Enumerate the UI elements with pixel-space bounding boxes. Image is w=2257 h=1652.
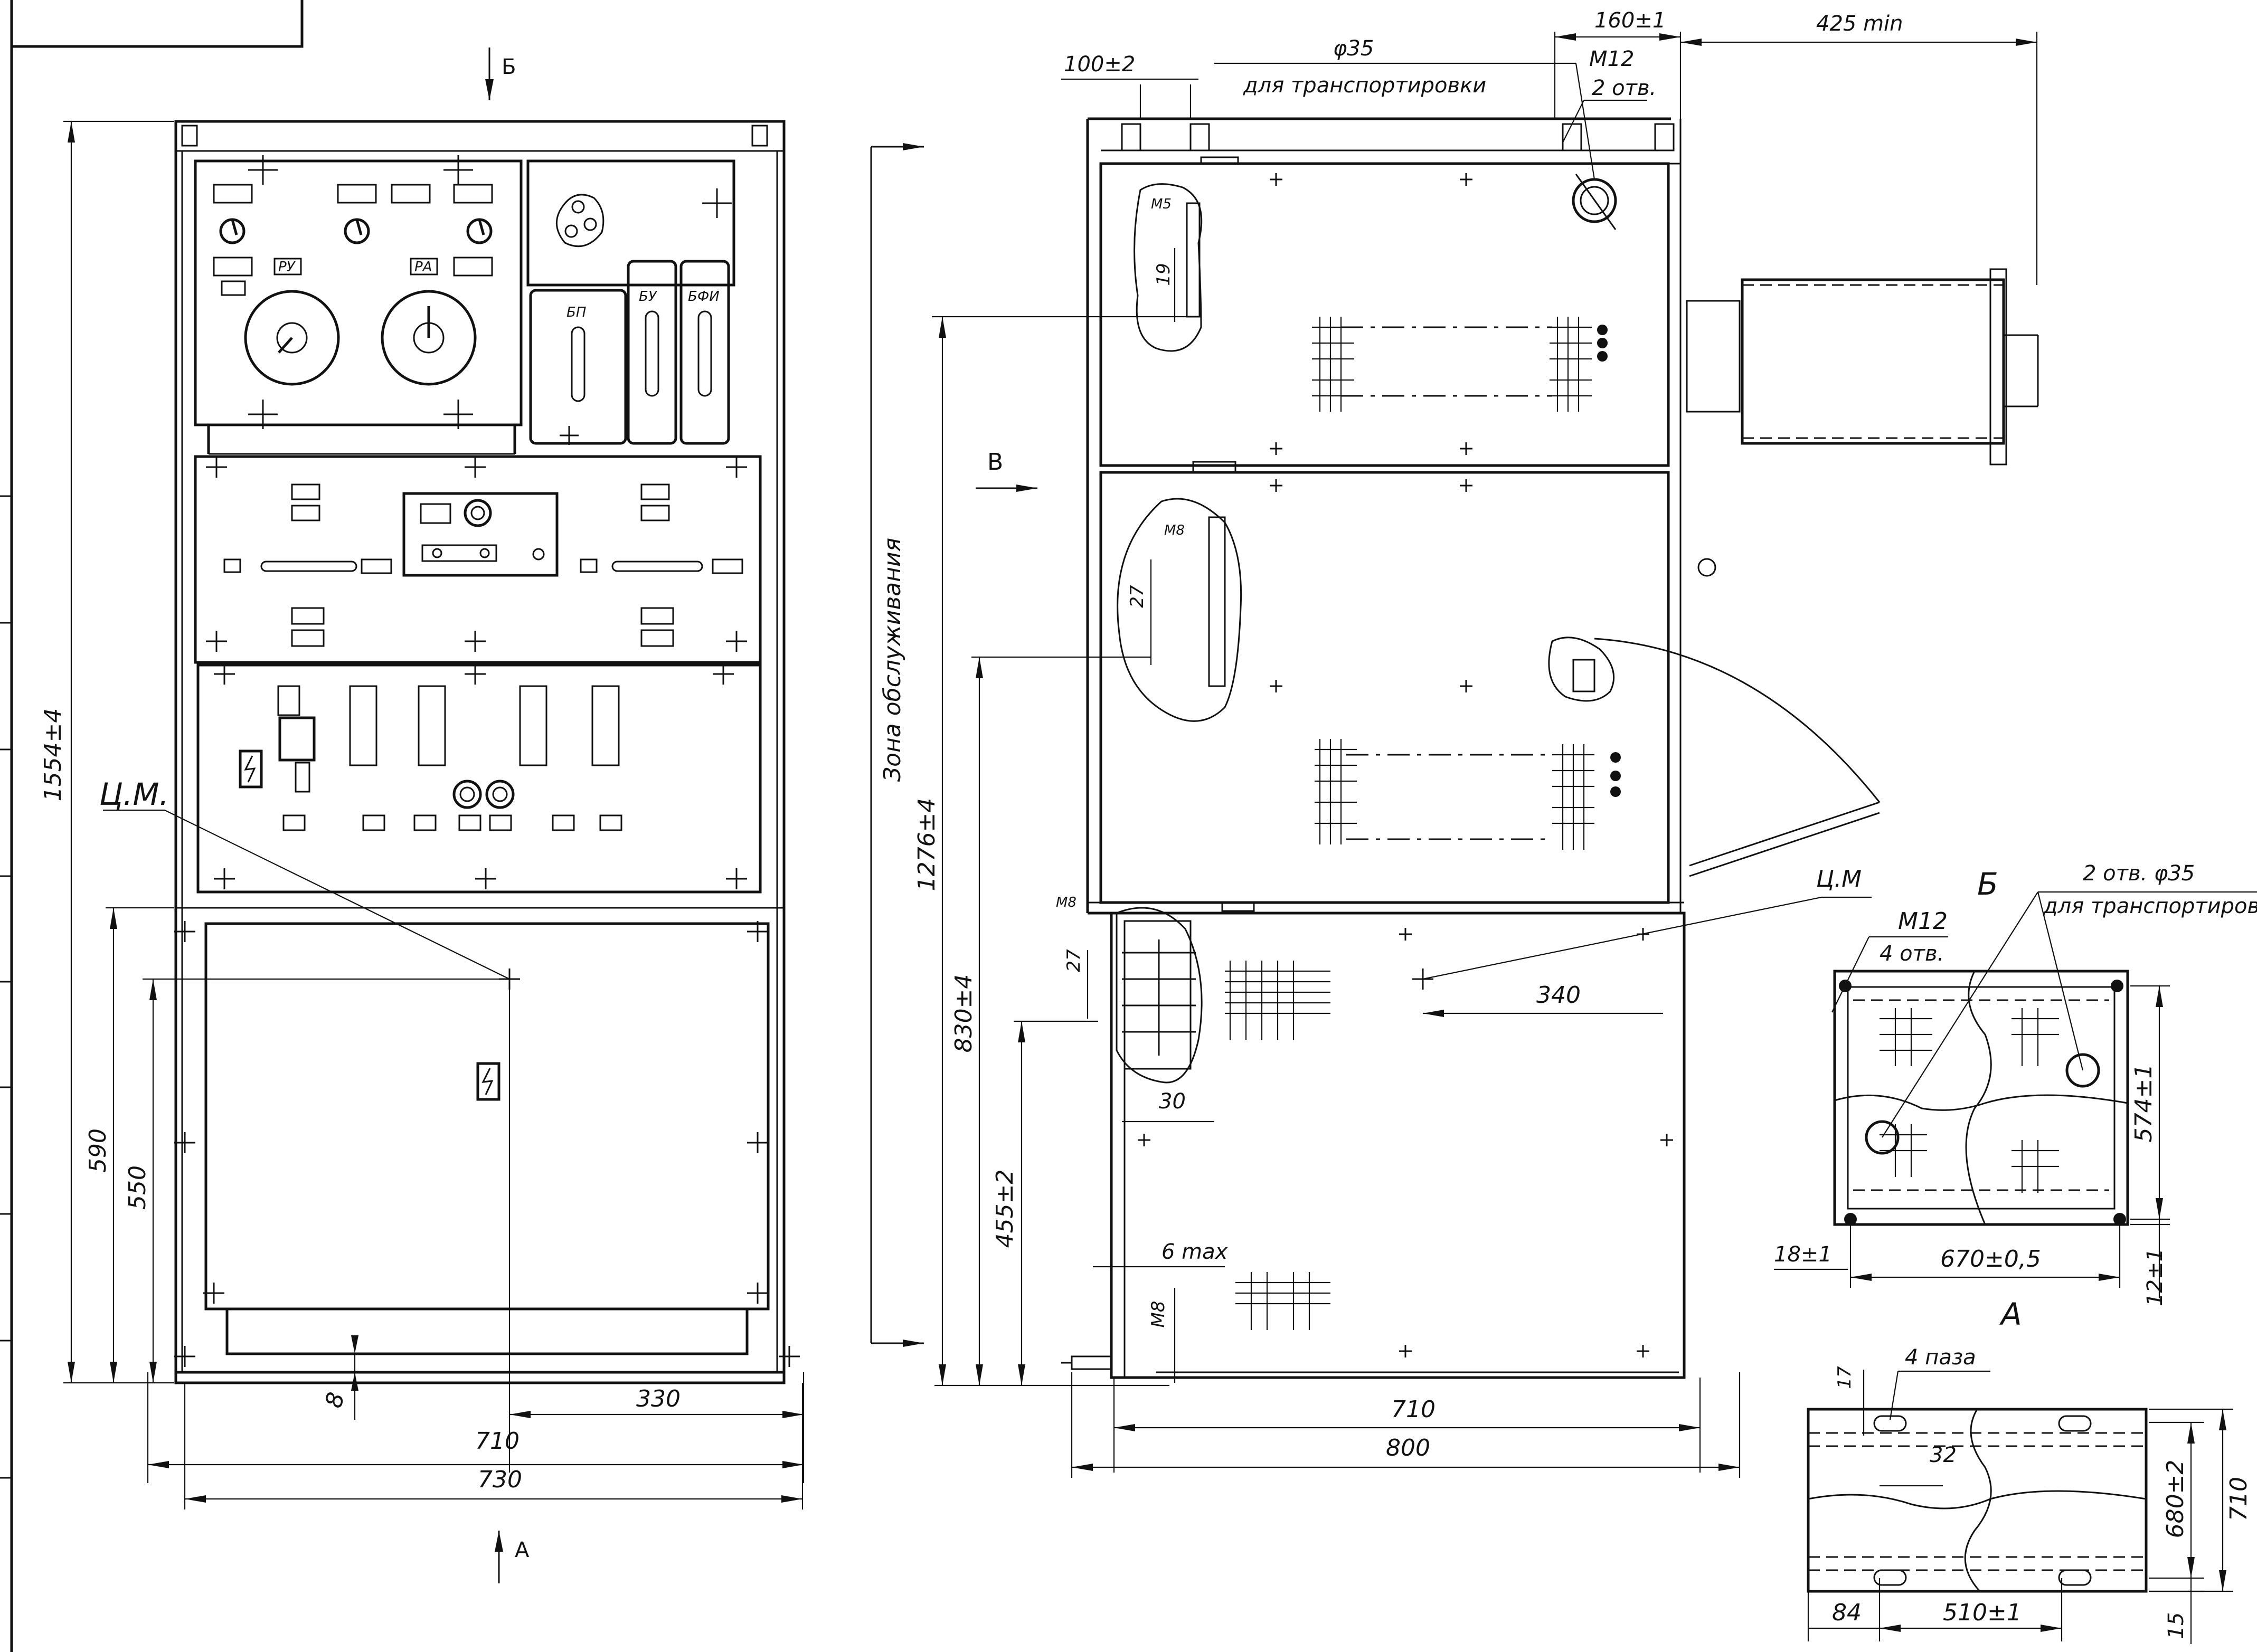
dim-670: 670±0,5 bbox=[1940, 1246, 2041, 1273]
view-a-4paza: 4 паза bbox=[1905, 1345, 1976, 1370]
dim-160: 160±1 bbox=[1594, 8, 1666, 33]
dim-84: 84 bbox=[1832, 1599, 1862, 1626]
label-bfi: БФИ bbox=[688, 289, 720, 305]
dim-100: 100±2 bbox=[1064, 52, 1135, 77]
view-b-transport: для транспортировки bbox=[2043, 894, 2257, 918]
arrow-b-label: Б bbox=[502, 55, 516, 79]
cm-left-label: Ц.М. bbox=[99, 776, 169, 812]
dim-590: 590 bbox=[84, 1128, 111, 1173]
dial-right-icon bbox=[381, 290, 477, 386]
bottom-door bbox=[204, 922, 770, 1311]
view-b-title: Б bbox=[1977, 866, 1998, 902]
knob-2-icon bbox=[344, 218, 370, 244]
dim-6max: 6 max bbox=[1161, 1240, 1228, 1264]
view-b-m12: M12 bbox=[1898, 908, 1948, 935]
m8-a-label: M8 bbox=[1164, 523, 1185, 538]
arrow-v-label: В bbox=[987, 449, 1003, 476]
service-zone: Зона обслуживания bbox=[879, 538, 906, 782]
side-view: M5 19 M8 27 bbox=[870, 8, 2039, 1478]
knob-3-icon bbox=[466, 218, 493, 244]
dim-32: 32 bbox=[1930, 1443, 1957, 1467]
cabinet-outline bbox=[174, 120, 786, 1384]
view-b: Б M12 4 отв. 2 отв. φ35 для транспортиро… bbox=[1774, 861, 2257, 1306]
sheet-frame bbox=[0, 0, 304, 1652]
dim-680: 680±2 bbox=[2162, 1460, 2189, 1539]
view-a-title: А bbox=[1999, 1296, 2022, 1332]
dim-8: 8 bbox=[320, 1390, 350, 1411]
module-bu bbox=[627, 260, 677, 445]
lower-section bbox=[1110, 912, 1686, 1379]
middle-panel bbox=[194, 455, 762, 664]
dim-330: 330 bbox=[636, 1385, 681, 1412]
lifting-attachment bbox=[1741, 278, 2005, 445]
dim-710: 710 bbox=[475, 1428, 520, 1455]
module-bp bbox=[529, 289, 627, 445]
dim-830: 830±4 bbox=[950, 974, 977, 1053]
label-ru: РУ bbox=[278, 259, 296, 275]
dim-1554: 1554±4 bbox=[40, 708, 67, 802]
dim-425: 425 min bbox=[1816, 12, 1903, 36]
label-bu: БУ bbox=[639, 289, 658, 305]
m8-c-label: M8 bbox=[1148, 1301, 1169, 1328]
label-ra: РА bbox=[414, 259, 432, 275]
dim-800: 800 bbox=[1386, 1435, 1430, 1461]
middle-section bbox=[1099, 471, 1670, 904]
switch-panel bbox=[196, 663, 762, 894]
dim-12: 12±1 bbox=[2143, 1248, 2167, 1306]
label-bp: БП bbox=[566, 305, 586, 320]
module-bfi bbox=[679, 260, 730, 445]
dim-19: 19 bbox=[1153, 263, 1174, 286]
knob-1-icon bbox=[219, 218, 245, 244]
dim-1276: 1276±4 bbox=[913, 798, 940, 891]
cm-right-label: Ц.М bbox=[1816, 866, 1862, 893]
high-voltage-icon-2 bbox=[476, 1062, 500, 1101]
dim-710b: 710 bbox=[1391, 1396, 1436, 1423]
dim-574: 574±1 bbox=[2130, 1064, 2157, 1143]
front-view: РУ РА bbox=[40, 48, 805, 1583]
dim-phi35: φ35 bbox=[1333, 36, 1374, 61]
dim-455: 455±2 bbox=[991, 1170, 1018, 1248]
dial-left-icon bbox=[244, 290, 340, 386]
connector-panel bbox=[526, 159, 735, 287]
dim-m12: M12 bbox=[1589, 47, 1634, 71]
dim-18: 18±1 bbox=[1774, 1242, 1832, 1267]
dim-27-a: 27 bbox=[1127, 585, 1148, 608]
dim-510: 510±1 bbox=[1943, 1599, 2022, 1626]
dim-2otv: 2 отв. bbox=[1592, 76, 1656, 100]
m5-label: M5 bbox=[1151, 196, 1172, 212]
view-b-4otv: 4 отв. bbox=[1880, 942, 1944, 966]
dim-30: 30 bbox=[1159, 1089, 1186, 1114]
dim-730: 730 bbox=[478, 1466, 522, 1493]
connector-icon bbox=[555, 194, 605, 248]
dim-710-a: 710 bbox=[2225, 1477, 2252, 1521]
view-b-2otv35: 2 отв. φ35 bbox=[2083, 861, 2195, 886]
top-left-panel bbox=[194, 159, 523, 426]
high-voltage-icon bbox=[239, 749, 263, 789]
dim-27-b: 27 bbox=[1063, 949, 1084, 972]
arrow-a-label: А bbox=[515, 1538, 530, 1562]
view-a: А 4 паза 17 32 680±2 710 bbox=[1807, 1296, 2252, 1644]
dim-transport-side: для транспортировки bbox=[1243, 73, 1486, 98]
upper-section bbox=[1099, 162, 1670, 467]
dim-340: 340 bbox=[1536, 982, 1581, 1009]
dim-550: 550 bbox=[124, 1165, 151, 1210]
dim-17: 17 bbox=[1834, 1366, 1855, 1389]
m8-b-label: M8 bbox=[1056, 895, 1076, 910]
dim-15: 15 bbox=[2164, 1612, 2188, 1639]
